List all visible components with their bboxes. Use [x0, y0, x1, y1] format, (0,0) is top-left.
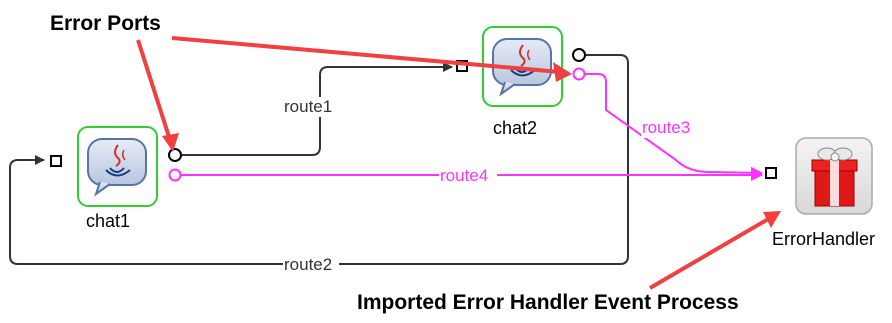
java-icon — [87, 138, 147, 197]
chat1-node[interactable]: chat1 — [77, 126, 158, 231]
errorhandler-label: ErrorHandler — [772, 229, 875, 249]
gift-icon — [811, 147, 858, 207]
chat2-label: chat2 — [493, 118, 537, 138]
route4-label: route4 — [440, 166, 488, 185]
chat1-error-port[interactable] — [168, 168, 182, 182]
chat2-error-port[interactable] — [572, 67, 586, 81]
java-icon — [492, 38, 552, 97]
chat2-node[interactable]: chat2 — [482, 26, 563, 138]
annotation-arrow-to-chat2-error — [171, 36, 561, 74]
route2-label-group[interactable]: route2 — [283, 255, 339, 275]
error-ports-annotation: Error Ports — [50, 12, 161, 35]
route3-label: route3 — [642, 118, 690, 137]
route1-label: route1 — [284, 97, 332, 116]
errorhandler-input-port[interactable] — [765, 167, 777, 179]
errorhandler-node[interactable]: ErrorHandler — [772, 137, 875, 249]
annotation-arrow-to-chat1-error — [136, 39, 172, 141]
route3-label-group[interactable]: route3 — [641, 118, 697, 138]
imported-handler-annotation: Imported Error Handler Event Process — [357, 291, 739, 314]
route1-label-group[interactable]: route1 — [283, 97, 337, 117]
route2-label: route2 — [284, 255, 332, 274]
annotation-arrows — [136, 36, 781, 290]
chat1-input-port[interactable] — [50, 155, 62, 167]
chat2-input-port[interactable] — [456, 60, 468, 72]
chat2-output-port[interactable] — [572, 48, 586, 62]
chat1-output-port[interactable] — [168, 148, 182, 162]
annotation-arrow-to-errorhandler — [648, 216, 772, 290]
route3-line[interactable] — [585, 73, 763, 179]
route4-label-group[interactable]: route4 — [439, 166, 497, 186]
chat1-label: chat1 — [86, 211, 130, 231]
